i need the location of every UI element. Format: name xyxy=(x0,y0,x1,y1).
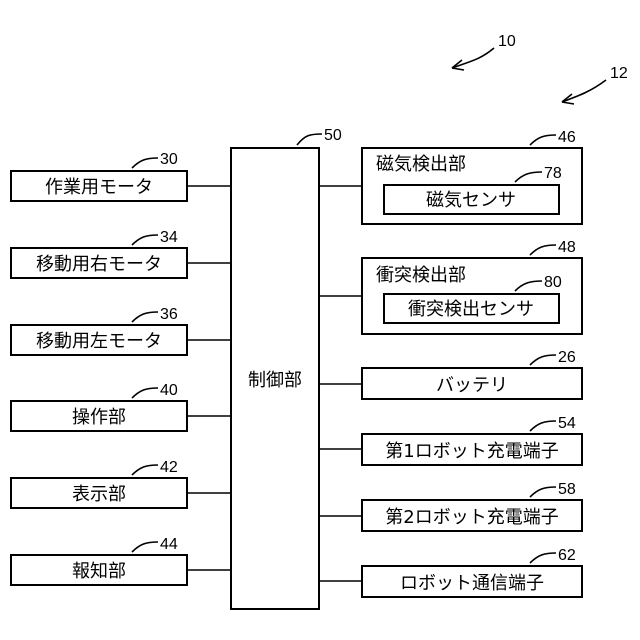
block-ref: 44 xyxy=(160,536,178,553)
right-block-communication-terminal: ロボット通信端子 62 xyxy=(319,547,582,597)
ref-system-arrow xyxy=(452,48,494,68)
ref-system: 10 xyxy=(498,33,516,50)
left-block-work-motor: 作業用モータ 30 xyxy=(11,151,231,201)
block-ref: 34 xyxy=(160,229,178,246)
ref-robot: 12 xyxy=(610,65,628,82)
control-unit-ref: 50 xyxy=(324,127,342,144)
inner-block-label: 衝突検出センサ xyxy=(408,299,534,320)
inner-block-ref: 78 xyxy=(544,165,562,182)
left-block-notification-unit: 報知部 44 xyxy=(11,536,231,585)
right-block-first-charging-terminal: 第1ロボット充電端子 54 xyxy=(319,415,582,465)
left-block-left-motor: 移動用左モータ 36 xyxy=(11,306,231,355)
control-unit-label: 制御部 xyxy=(248,370,302,391)
block-ref: 42 xyxy=(160,459,178,476)
left-block-right-motor: 移動用右モータ 34 xyxy=(11,229,231,278)
block-label: 表示部 xyxy=(72,484,126,505)
block-label: 第2ロボット充電端子 xyxy=(385,507,558,528)
block-ref: 46 xyxy=(558,129,576,146)
block-ref: 58 xyxy=(558,481,576,498)
right-block-battery: バッテリ 26 xyxy=(319,349,582,399)
ref-robot-arrow xyxy=(562,80,606,102)
block-label: バッテリ xyxy=(436,375,508,396)
block-label: ロボット通信端子 xyxy=(400,573,544,594)
block-ref: 36 xyxy=(160,306,178,323)
block-label: 操作部 xyxy=(72,407,126,428)
left-block-display-unit: 表示部 42 xyxy=(11,459,231,508)
block-label: 移動用右モータ xyxy=(36,254,162,275)
block-label: 第1ロボット充電端子 xyxy=(385,441,558,462)
block-ref: 30 xyxy=(160,151,178,168)
block-ref: 26 xyxy=(558,349,576,366)
left-block-operation-unit: 操作部 40 xyxy=(11,382,231,431)
right-block-second-charging-terminal: 第2ロボット充電端子 58 xyxy=(319,481,582,531)
block-ref: 54 xyxy=(558,415,576,432)
block-label: 報知部 xyxy=(72,561,126,582)
right-block-magnetic-detector: 磁気検出部 46 磁気センサ 78 xyxy=(319,129,582,224)
block-ref: 48 xyxy=(558,239,576,256)
block-label: 移動用左モータ xyxy=(36,331,162,352)
block-ref: 40 xyxy=(160,382,178,399)
control-unit-leader xyxy=(297,134,322,145)
block-label: 作業用モータ xyxy=(45,177,153,198)
right-block-collision-detector: 衝突検出部 48 衝突検出センサ 80 xyxy=(319,239,582,334)
block-label: 磁気検出部 xyxy=(376,154,466,175)
inner-block-ref: 80 xyxy=(544,274,562,291)
inner-block-label: 磁気センサ xyxy=(426,190,516,211)
block-label: 衝突検出部 xyxy=(376,265,466,286)
block-ref: 62 xyxy=(558,547,576,564)
